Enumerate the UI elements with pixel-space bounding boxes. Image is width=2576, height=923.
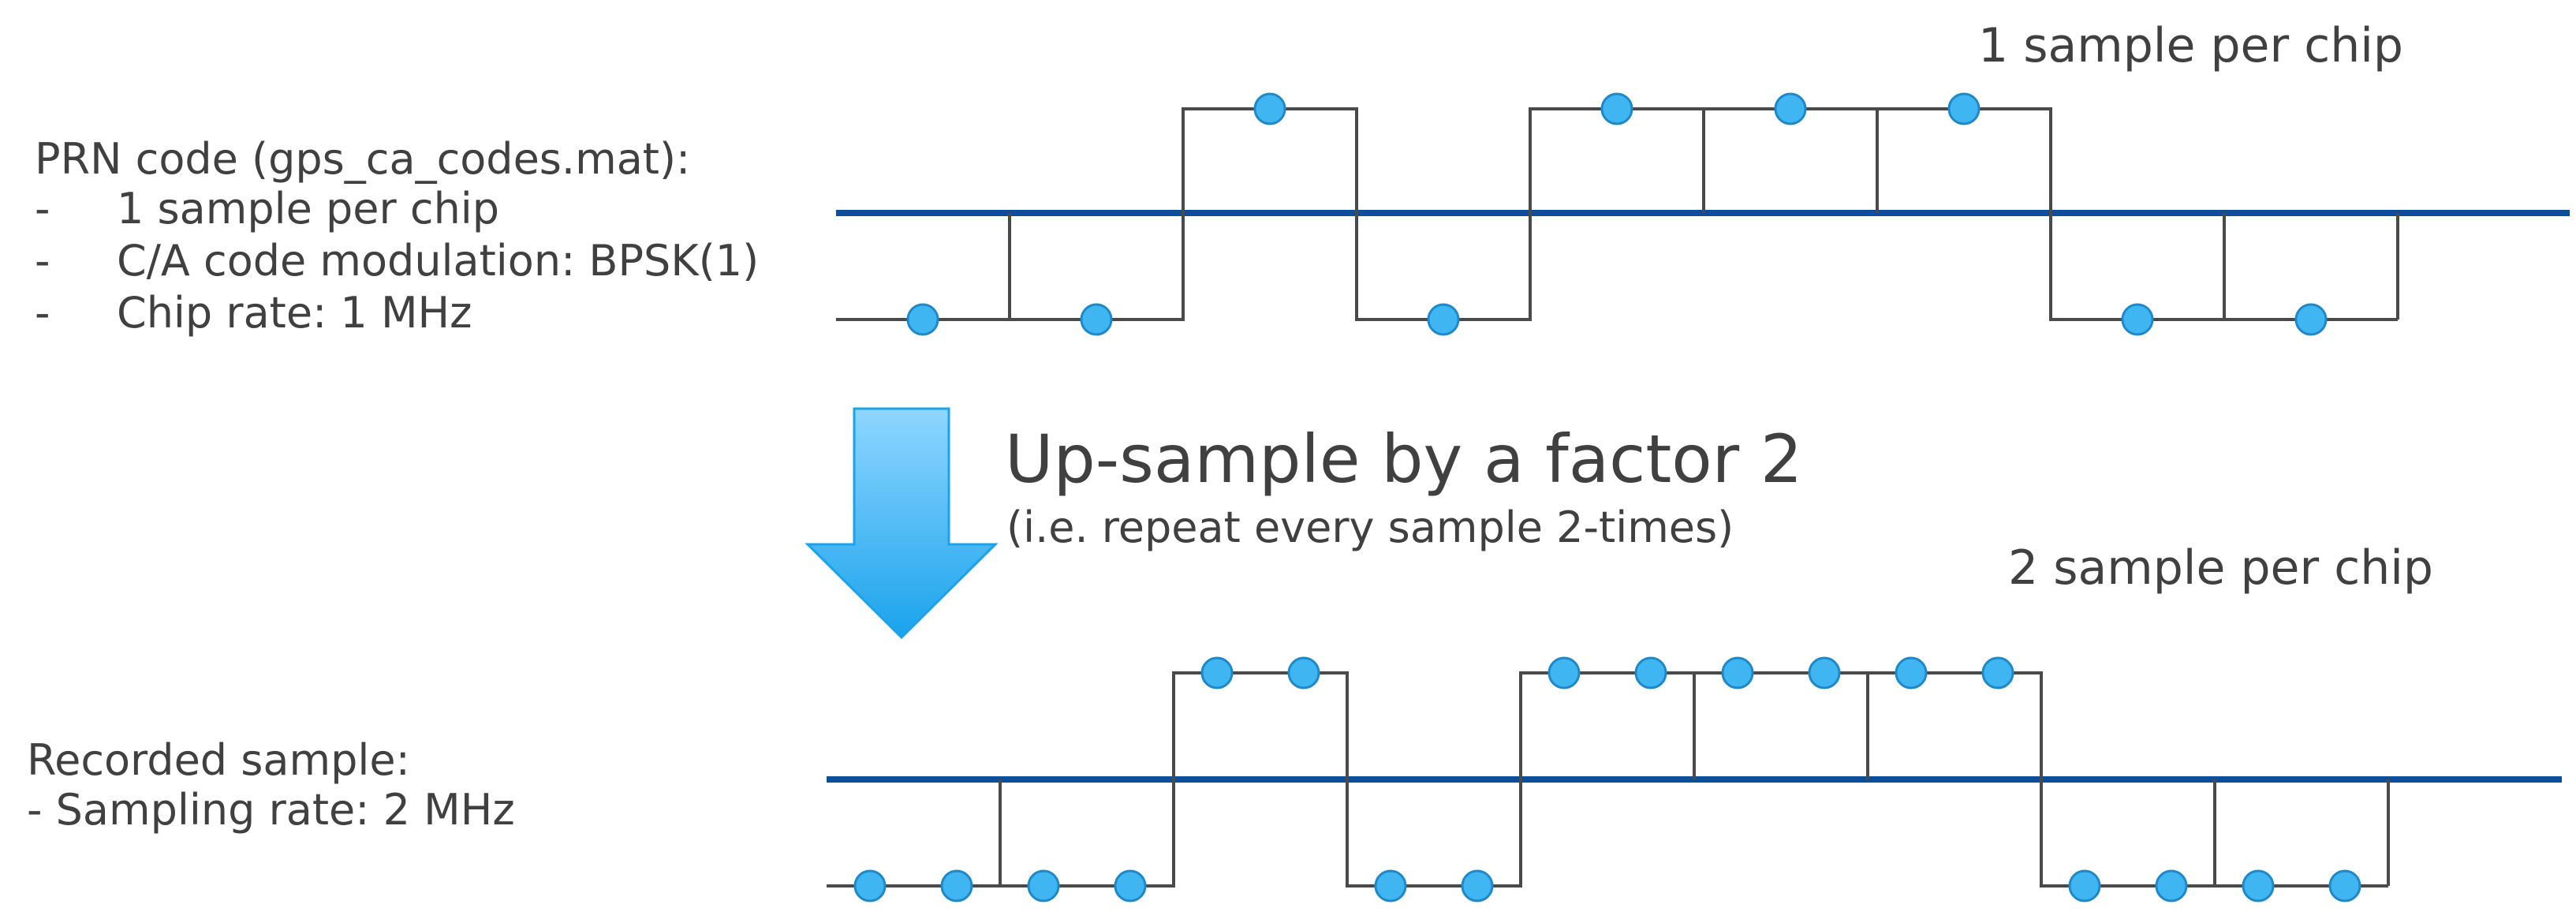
top-sample-point <box>1947 92 1981 125</box>
bottom-sample-point <box>1374 869 1407 902</box>
upsample-title: Up-sample by a factor 2 <box>1005 420 1803 498</box>
bottom-sample-point <box>1461 869 1494 902</box>
prn-bullet-dash-2: - <box>35 236 50 286</box>
bottom-sample-point <box>1547 656 1581 689</box>
prn-bullet-dash-1: - <box>35 184 50 234</box>
top-signal <box>836 107 2398 321</box>
bottom-sample-point <box>1721 656 1754 689</box>
top-sample-point <box>1774 92 1807 125</box>
top-caption: 1 sample per chip <box>1978 18 2403 73</box>
top-sample-point <box>1080 303 1113 336</box>
bottom-sample-point <box>2155 869 2188 902</box>
prn-bullet-3: Chip rate: 1 MHz <box>117 288 472 338</box>
bottom-sample-point <box>1027 869 1060 902</box>
bottom-sample-point <box>1200 656 1234 689</box>
prn-bullet-1: 1 sample per chip <box>117 184 500 234</box>
down-arrow-icon <box>805 407 999 640</box>
bottom-sample-point <box>1634 656 1667 689</box>
bottom-sample-point <box>1895 656 1928 689</box>
prn-bullet-dash-3: - <box>35 288 50 338</box>
bottom-sample-point <box>853 869 887 902</box>
top-sample-point <box>2294 303 2328 336</box>
top-sample-point <box>1427 303 1460 336</box>
upsample-subtitle: (i.e. repeat every sample 2-times) <box>1006 503 1734 552</box>
bottom-sample-point <box>2068 869 2101 902</box>
bottom-signal <box>827 671 2388 888</box>
recorded-bullet: - Sampling rate: 2 MHz <box>27 785 515 835</box>
bottom-sample-point <box>1114 869 1147 902</box>
prn-bullet-2: C/A code modulation: BPSK(1) <box>117 236 760 286</box>
bottom-caption: 2 sample per chip <box>2008 540 2433 596</box>
bottom-sample-point <box>1287 656 1320 689</box>
bottom-sample-point <box>2328 869 2361 902</box>
top-sample-point <box>1600 92 1633 125</box>
bottom-sample-point <box>1808 656 1841 689</box>
bottom-sample-point <box>940 869 973 902</box>
top-sample-point <box>906 303 939 336</box>
recorded-desc-title: Recorded sample: <box>27 735 410 785</box>
top-sample-point <box>2121 303 2154 336</box>
top-sample-point <box>1253 92 1286 125</box>
prn-desc-title: PRN code (gps_ca_codes.mat): <box>35 134 691 184</box>
bottom-sample-point <box>1981 656 2014 689</box>
top-waveform <box>836 92 2570 336</box>
bottom-waveform <box>827 656 2562 902</box>
bottom-sample-point <box>2242 869 2275 902</box>
